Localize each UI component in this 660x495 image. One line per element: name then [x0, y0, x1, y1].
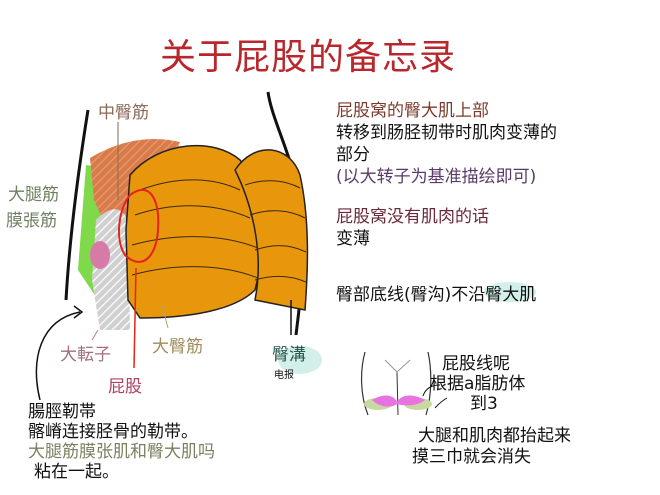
note-upper-line1: 转移到肠胫韧带时肌肉变薄的	[336, 123, 557, 143]
note-hollow-heading: 屁股窝没有肌肉的话	[336, 207, 489, 227]
it-band-line2: 大腿筋膜张肌和臀大肌吗	[28, 442, 215, 462]
it-band-heading: 腸脛靭帯	[28, 402, 96, 422]
note-upper: 屁股窝的臀大肌上部 转移到肠胫韧带时肌肉变薄的 部分 (以大转子为基准描绘即可)	[336, 100, 557, 188]
note-fat: 屁股线呢 根据a脂肪体 到3	[430, 354, 525, 414]
gluteus-maximus-right	[234, 149, 309, 311]
fat-line4: 大腿和肌肉都抬起来	[418, 426, 571, 446]
label-gluteus-medius: 中臀筋	[98, 103, 149, 123]
small-buttocks-sketch	[360, 351, 448, 416]
label-gluteus-maximus: 大臀筋	[152, 337, 203, 357]
label-buttock: 屁股	[108, 377, 142, 397]
note-hollow-line1: 变薄	[336, 229, 370, 249]
note-upper-line3: (以大转子为基准描绘即可)	[336, 167, 537, 187]
label-tfl-1: 大腿筋	[8, 185, 59, 205]
note-upper-line2: 部分	[336, 145, 370, 165]
fat-line1: 屁股线呢	[442, 354, 510, 374]
note-hollow: 屁股窝没有肌肉的话 变薄	[336, 206, 489, 250]
buttock-hollow-outline	[118, 188, 160, 263]
note-fat-lower: 大腿和肌肉都抬起来 摸三巾就会消失	[412, 426, 571, 468]
page-title: 关于屁股的备忘录	[160, 37, 457, 78]
label-gluteal-fold-sub: 电报	[274, 370, 294, 381]
it-band-line1: 髂嵴连接胫骨的勒带。	[28, 422, 198, 442]
fat-line5: 摸三巾就会消失	[412, 447, 531, 467]
label-tfl-2: 膜張筋	[6, 211, 57, 231]
label-gluteal-fold: 臀溝	[272, 345, 306, 365]
note-bottom-line: 臀部底线(臀沟)不沿臀大肌	[336, 285, 537, 305]
fat-line2: 根据a脂肪体	[430, 374, 526, 394]
note-upper-heading: 屁股窝的臀大肌上部	[336, 101, 489, 121]
note-it-band: 腸脛靭帯 髂嵴连接胫骨的勒带。 大腿筋膜张肌和臀大肌吗 粘在一起。	[28, 402, 215, 482]
fat-line3: 到3	[470, 394, 498, 414]
greater-trochanter-region	[92, 209, 130, 330]
label-greater-trochanter: 大転子	[60, 345, 111, 365]
trochanter-pink-spot	[90, 241, 110, 269]
it-band-line3: 粘在一起。	[34, 462, 119, 482]
